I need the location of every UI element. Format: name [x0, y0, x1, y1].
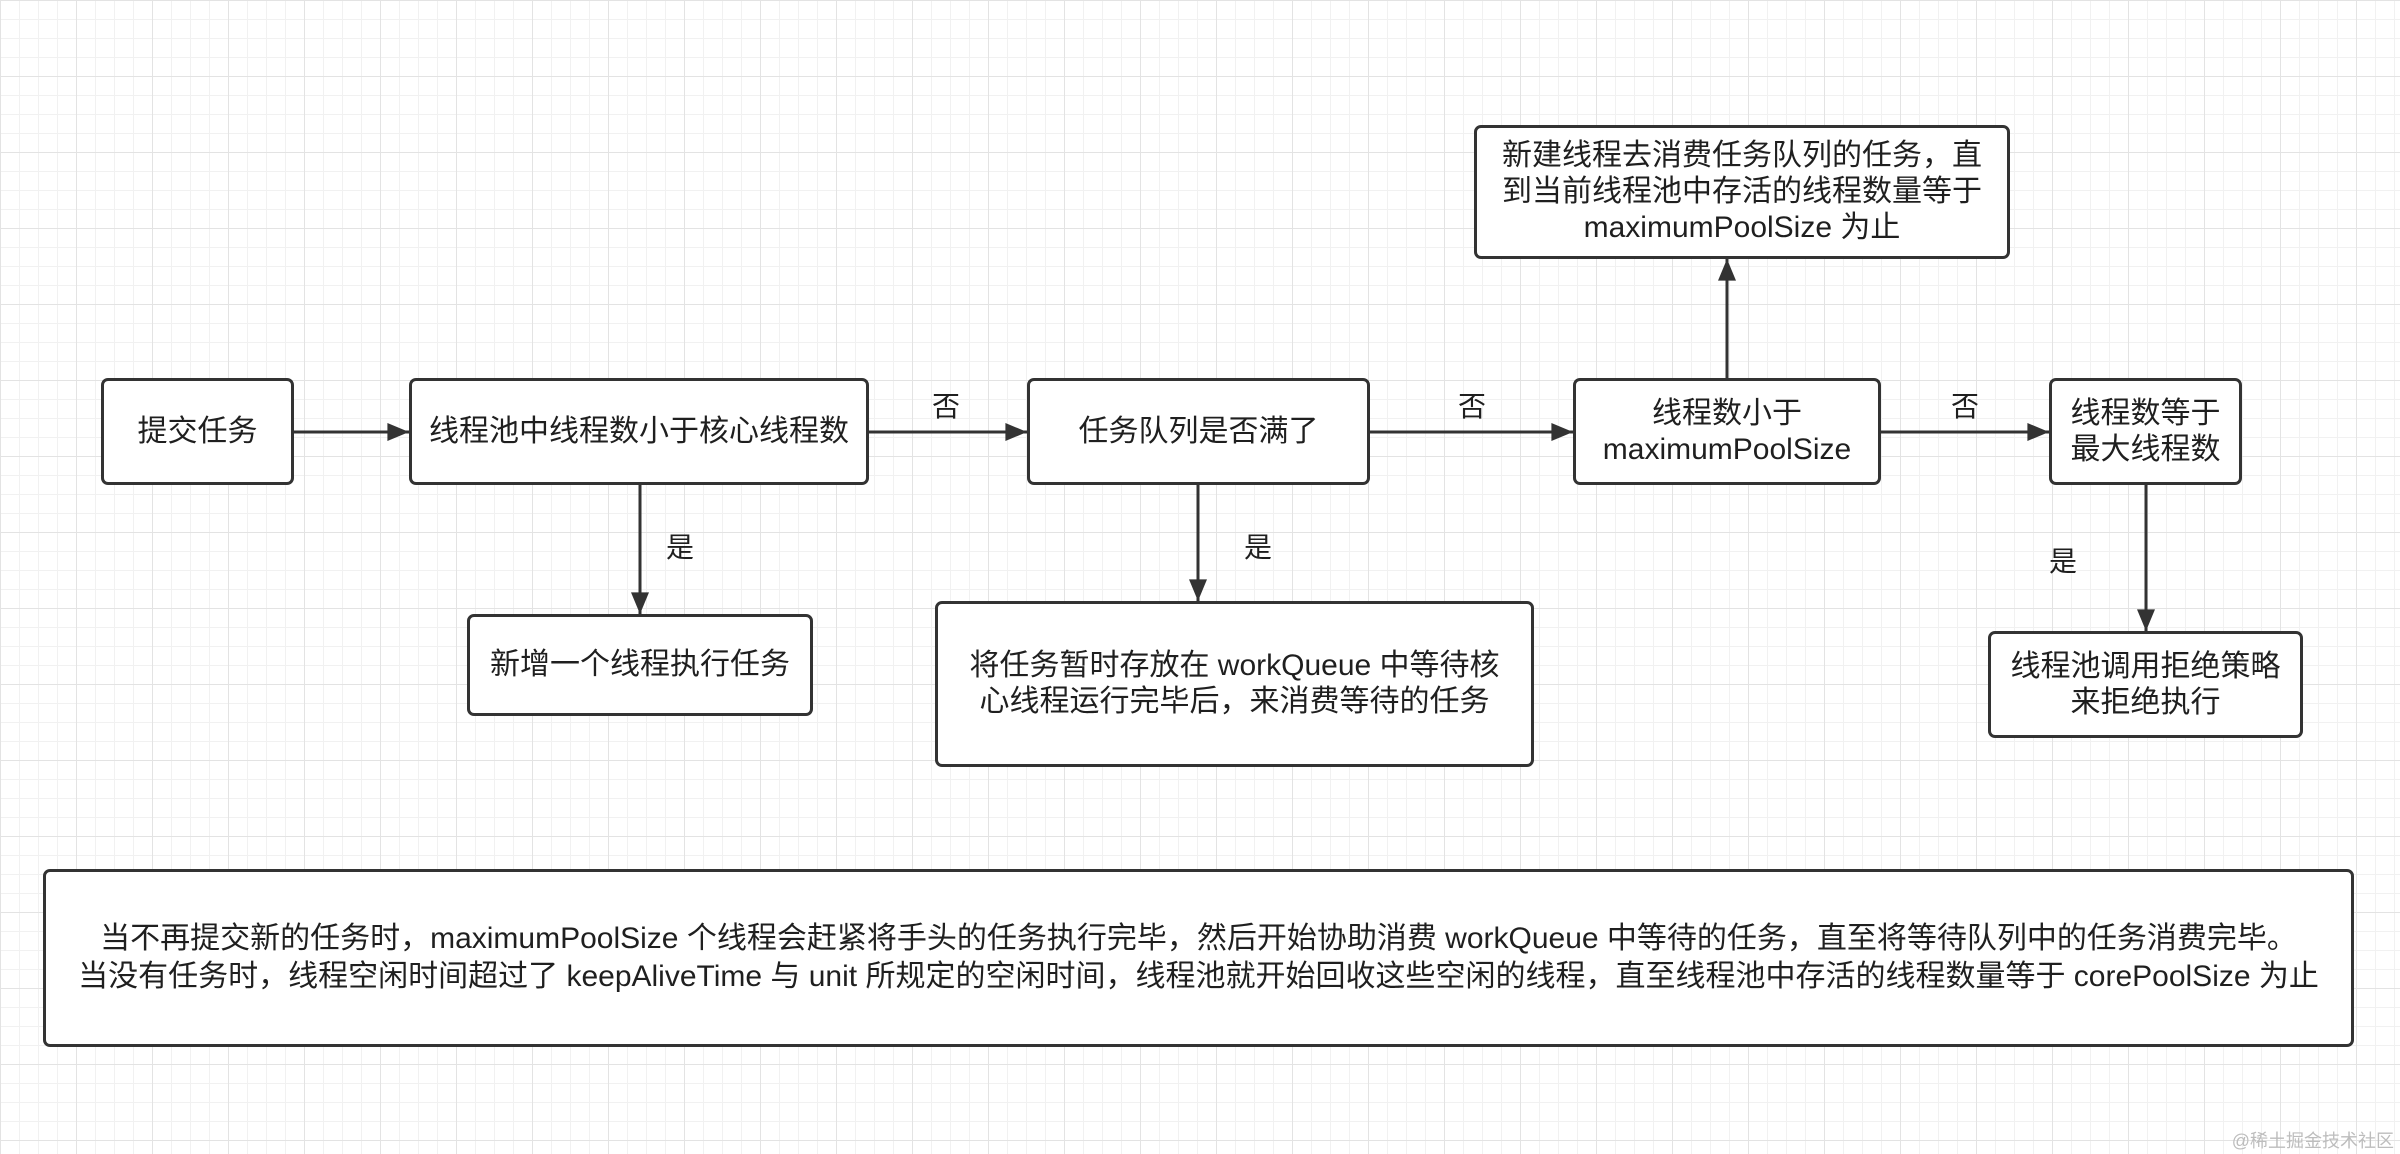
node-max-reached-check-line-1: 线程数等于: [2070, 396, 2221, 430]
node-enqueue-task-line-2: 心线程运行完毕后，来消费等待的任务: [979, 685, 1490, 718]
node-submit-task-text: 提交任务: [137, 414, 258, 448]
node-max-pool-check-line-1: 线程数小于: [1652, 396, 1802, 430]
node-max-reached-check: 线程数等于 最大线程数: [2049, 378, 2242, 485]
watermark: @稀土掘金技术社区: [2231, 1131, 2394, 1151]
edge-label-core-to-queue: 否: [931, 391, 961, 422]
node-create-until-max-line-3: maximumPoolSize 为止: [1583, 211, 1901, 244]
node-enqueue-task-line-1: 将任务暂时存放在 workQueue 中等待核: [969, 649, 1500, 682]
node-create-until-max-line-2: 到当前线程池中存活的线程数量等于: [1502, 175, 1982, 208]
edge-label-queue-to-max: 否: [1457, 391, 1487, 422]
node-create-until-max-line-1: 新建线程去消费任务队列的任务，直: [1502, 139, 1982, 172]
note-line-1: 当不再提交新的任务时，maximumPoolSize 个线程会赶紧将手头的任务执…: [100, 922, 2297, 955]
node-reject-task-line-1: 线程池调用拒绝策略: [2010, 649, 2281, 683]
edge-label-max-to-reached: 否: [1950, 391, 1980, 422]
node-reject-task: 线程池调用拒绝策略 来拒绝执行: [1988, 631, 2303, 738]
node-queue-full-check: 任务队列是否满了: [1027, 378, 1370, 485]
edge-label-queue-to-enqueue: 是: [1243, 532, 1273, 563]
node-create-until-max: 新建线程去消费任务队列的任务，直 到当前线程池中存活的线程数量等于 maximu…: [1474, 125, 2010, 259]
node-add-thread-text: 新增一个线程执行任务: [490, 648, 790, 681]
node-max-reached-check-line-2: 最大线程数: [2070, 432, 2221, 466]
node-core-check-text: 线程池中线程数小于核心线程数: [429, 414, 849, 448]
node-submit-task: 提交任务: [101, 378, 294, 485]
node-max-pool-check-line-2: maximumPoolSize: [1602, 432, 1852, 466]
node-reject-task-line-2: 来拒绝执行: [2070, 685, 2221, 719]
node-core-check: 线程池中线程数小于核心线程数: [409, 378, 869, 485]
edge-label-reached-to-reject: 是: [2048, 546, 2078, 577]
node-enqueue-task: 将任务暂时存放在 workQueue 中等待核 心线程运行完毕后，来消费等待的任…: [935, 601, 1534, 767]
node-add-thread: 新增一个线程执行任务: [467, 614, 813, 716]
edge-label-core-to-add: 是: [665, 532, 695, 563]
node-queue-full-check-text: 任务队列是否满了: [1078, 414, 1319, 448]
node-max-pool-check: 线程数小于 maximumPoolSize: [1573, 378, 1881, 485]
note-box: 当不再提交新的任务时，maximumPoolSize 个线程会赶紧将手头的任务执…: [43, 869, 2354, 1047]
note-line-2: 当没有任务时，线程空闲时间超过了 keepAliveTime 与 unit 所规…: [78, 960, 2319, 993]
